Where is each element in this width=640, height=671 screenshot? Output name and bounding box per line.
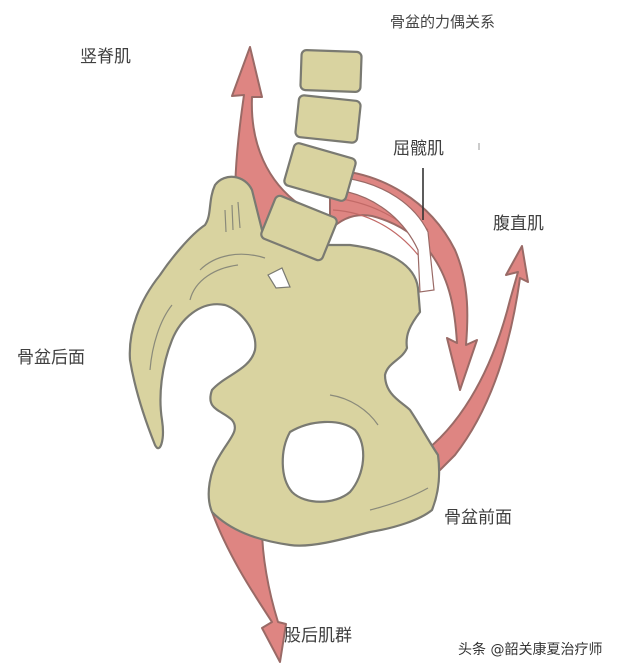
lumbar-vertebrae [260, 49, 363, 262]
vertebra-1 [299, 49, 363, 93]
vertebra-3 [283, 142, 357, 202]
vertebra-2 [294, 94, 362, 144]
rectus-abdominis-muscle [419, 245, 529, 471]
label-hamstrings: 股后肌群 [284, 626, 352, 646]
hamstrings-muscle [211, 511, 287, 663]
label-pelvis-anterior: 骨盆前面 [444, 508, 512, 528]
label-erector-spinae: 竖脊肌 [80, 47, 131, 67]
vertebra-4 [260, 194, 338, 262]
diagram-title: 骨盆的力偶关系 [390, 13, 496, 31]
pelvis-bone [128, 175, 441, 547]
label-pelvis-posterior: 骨盆后面 [17, 348, 85, 368]
watermark: 头条 @韶关康夏治疗师 [458, 642, 603, 658]
label-rectus-abdominis: 腹直肌 [493, 214, 544, 234]
label-iliopsoas: 屈髋肌 [393, 139, 444, 159]
